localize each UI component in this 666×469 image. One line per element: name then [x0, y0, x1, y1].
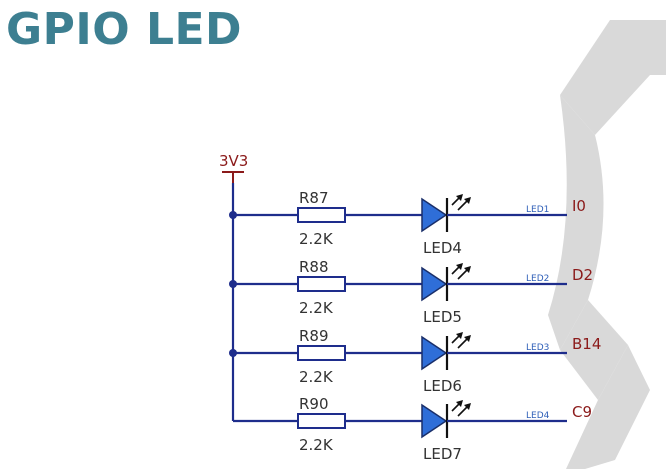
led-emission-arrows: [451, 332, 471, 349]
led-channel-1: R87 2.2K LED4 LED1 I0: [229, 189, 586, 257]
led-channel-2: R88 2.2K LED5 LED2 D2: [229, 258, 593, 326]
resistor-value: 2.2K: [299, 436, 334, 454]
led-designator: LED6: [423, 377, 462, 395]
led-designator: LED7: [423, 445, 462, 463]
gpio-pin-label: C9: [572, 403, 592, 421]
resistor-designator: R90: [299, 395, 329, 413]
led-channel-4: R90 2.2K LED7 LED4 C9: [233, 395, 592, 463]
led-symbol: [421, 266, 448, 302]
led-emission-arrows: [451, 194, 471, 211]
supply-label: 3V3: [219, 152, 248, 170]
page-title: GPIO LED: [6, 4, 243, 55]
led-designator: LED4: [423, 239, 462, 257]
net-label: LED2: [526, 274, 549, 284]
gpio-pin-label: D2: [572, 266, 593, 284]
gpio-pin-label: B14: [572, 335, 601, 353]
led-symbol: [421, 197, 448, 233]
supply-3v3: 3V3: [219, 152, 248, 183]
resistor-symbol: [297, 207, 346, 223]
led-designator: LED5: [423, 308, 462, 326]
net-label: LED4: [526, 411, 550, 421]
net-label: LED3: [526, 343, 549, 353]
resistor-symbol: [297, 413, 346, 429]
net-label: LED1: [526, 205, 549, 215]
led-symbol: [421, 335, 448, 371]
resistor-designator: R87: [299, 189, 329, 207]
resistor-value: 2.2K: [299, 299, 334, 317]
led-emission-arrows: [451, 263, 471, 280]
led-emission-arrows: [451, 400, 471, 417]
resistor-symbol: [297, 345, 346, 361]
led-channel-3: R89 2.2K LED6 LED3 B14: [229, 327, 601, 395]
led-symbol: [421, 403, 448, 439]
watermark-logo: [548, 20, 666, 469]
resistor-symbol: [297, 276, 346, 292]
resistor-value: 2.2K: [299, 368, 334, 386]
gpio-pin-label: I0: [572, 197, 586, 215]
resistor-value: 2.2K: [299, 230, 334, 248]
resistor-designator: R88: [299, 258, 329, 276]
resistor-designator: R89: [299, 327, 329, 345]
